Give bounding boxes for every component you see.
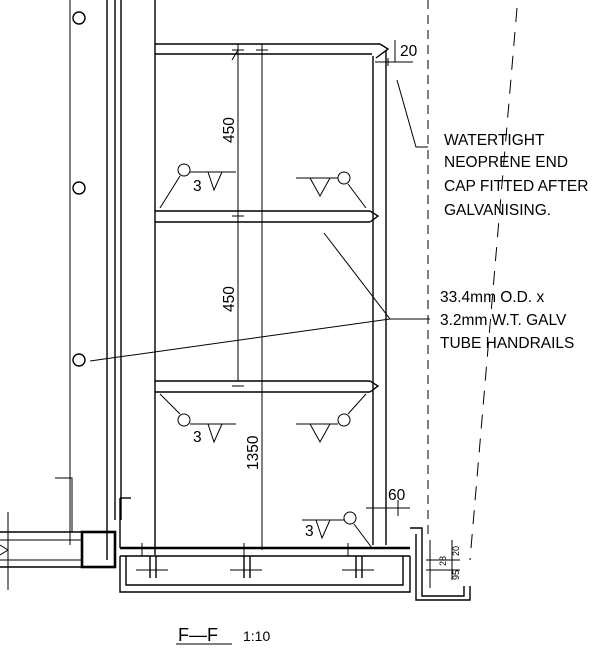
dim-overall-1350: 1350 [245,435,262,470]
dim-bottom-60: 60 [388,487,406,504]
weld-symbol-bottom [302,511,373,549]
end-cap-note: WATERTIGHT NEOPRENE END CAP FITTED AFTER… [444,132,588,219]
weld-size-1: 3 [193,178,202,195]
weld-size-3: 3 [305,523,314,540]
handrail-circles [72,11,86,367]
weld-symbol-lower-right [296,393,367,444]
svg-text:33.4mm O.D. x: 33.4mm O.D. x [440,289,544,306]
dashed-boundary [427,0,518,561]
dim-gutter-20: 20 [451,546,461,556]
section-title: F—F [178,625,218,645]
svg-text:WATERTIGHT: WATERTIGHT [444,132,545,149]
dim-upper-450: 450 [221,117,238,143]
weld-symbol-upper-left [159,163,236,209]
left-hollow-section [0,477,117,590]
svg-text:CAP FITTED AFTER: CAP FITTED AFTER [444,178,588,195]
handrail-leaders [89,232,430,362]
bottom-dimension [366,500,410,516]
handrail-note: 33.4mm O.D. x 3.2mm W.T. GALV TUBE HANDR… [440,289,574,352]
gutter-profile [410,527,471,601]
dim-gutter-95: 95 [451,570,461,580]
handrail-frame [155,43,390,550]
section-scale: 1:10 [243,628,270,644]
cap-dimension [375,40,413,66]
base-channel [119,543,411,593]
dim-gutter-28: 28 [438,556,448,566]
end-cap-leader [396,79,428,148]
weld-size-2: 3 [193,429,202,446]
dim-cap-20: 20 [400,43,418,60]
svg-text:3.2mm W.T. GALV: 3.2mm W.T. GALV [440,312,567,329]
weld-symbol-upper-right [296,171,367,209]
svg-text:TUBE HANDRAILS: TUBE HANDRAILS [440,335,574,352]
bracket [119,497,131,548]
left-column [69,0,156,560]
dim-middle-450: 450 [221,286,238,312]
weld-symbol-lower-left [159,393,236,444]
svg-text:GALVANISING.: GALVANISING. [444,202,551,219]
svg-text:NEOPRENE END: NEOPRENE END [444,154,568,171]
